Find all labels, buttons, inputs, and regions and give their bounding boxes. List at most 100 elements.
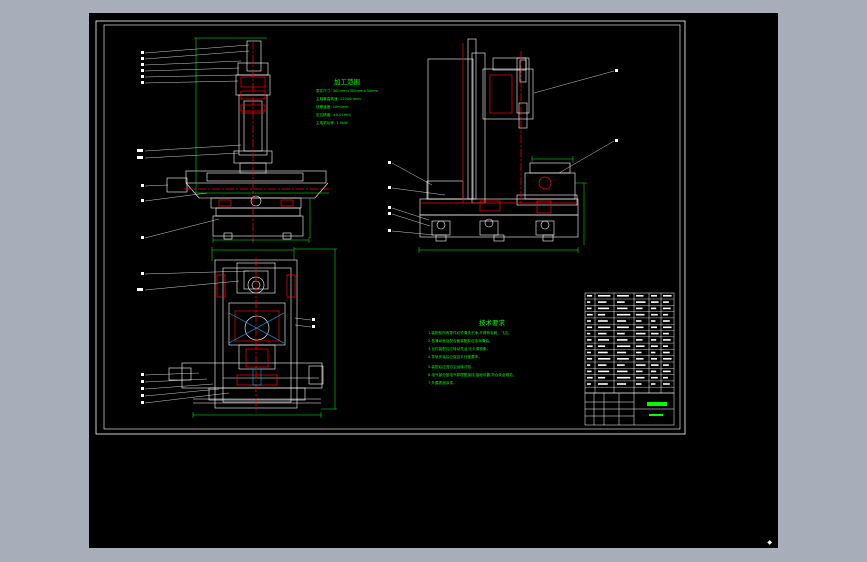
- parts-entry-mark: [617, 351, 627, 354]
- parts-entry-mark: [663, 301, 669, 303]
- parts-entry-mark: [651, 295, 657, 297]
- technical-requirements-line: 3.丝杠装配后应转动灵活,无卡滞现象。: [428, 346, 490, 351]
- parts-entry-mark: [598, 301, 607, 303]
- parts-entry-mark: [651, 332, 659, 335]
- parts-entry-mark: [663, 383, 670, 385]
- parts-entry-mark: [636, 370, 643, 373]
- parts-entry-mark: [651, 307, 657, 310]
- top-view-dimensions: [192, 247, 337, 418]
- parts-entry-mark: [651, 326, 657, 329]
- parts-entry-mark: [598, 339, 610, 341]
- side-view-red-details: [419, 43, 577, 214]
- front-view: [166, 40, 329, 240]
- parts-entry-mark: [663, 358, 672, 360]
- parts-entry-mark: [651, 313, 658, 316]
- parts-list-rows: [585, 298, 674, 388]
- parts-entry-mark: [587, 358, 593, 360]
- parts-entry-mark: [617, 364, 625, 366]
- parts-entry-mark: [636, 295, 644, 297]
- inner-frame: [103, 24, 681, 430]
- parts-entry-mark: [651, 383, 656, 385]
- parts-entry-mark: [636, 332, 646, 335]
- processing-notes: 加工范围 零件尺寸: 300mm×300mm×30mm 主轴最高转速: 1200…: [316, 77, 379, 125]
- technical-requirements-line: 6.电气部分按电气原理图接线,接地可靠,符合安全规范。: [428, 372, 516, 377]
- parts-entry-mark: [587, 320, 591, 322]
- parts-entry-mark: [651, 370, 657, 373]
- parts-entry-mark: [598, 370, 610, 373]
- parts-entry-mark: [663, 376, 668, 379]
- parts-entry-mark: [587, 326, 593, 329]
- side-view-leaders: [391, 70, 615, 236]
- parts-entry-mark: [663, 364, 669, 366]
- processing-notes-title: 加工范围: [334, 77, 360, 86]
- parts-entry-mark: [598, 351, 608, 354]
- parts-entry-mark: [617, 332, 625, 335]
- parts-entry-mark: [663, 332, 669, 335]
- parts-entry-mark: [617, 370, 628, 373]
- technical-requirements-line: 5.装配后应进行空运转试验。: [428, 364, 475, 369]
- outer-frame: [95, 20, 686, 435]
- engineering-drawing: 加工范围 零件尺寸: 300mm×300mm×30mm 主轴最高转速: 1200…: [95, 20, 686, 435]
- parts-entry-mark: [587, 370, 592, 373]
- parts-entry-mark: [617, 345, 631, 347]
- parts-entry-mark: [663, 370, 671, 373]
- parts-entry-mark: [636, 345, 645, 347]
- front-view-dimensions: [194, 37, 329, 243]
- front-view-red-details: [184, 41, 329, 243]
- parts-entry-mark: [598, 383, 608, 385]
- parts-entry-mark: [636, 339, 643, 341]
- technical-requirements-line: 2.各滑动面及配合面装配前应涂润滑油。: [428, 338, 493, 343]
- title-block-name-field: [647, 402, 667, 406]
- parts-entry-mark: [636, 313, 645, 316]
- side-view-dimensions: [418, 156, 587, 253]
- parts-entry-mark: [587, 307, 592, 310]
- parts-entry-mark: [587, 339, 592, 341]
- parts-entry-mark: [598, 326, 611, 329]
- technical-requirements-title: 技术要求: [479, 318, 506, 327]
- parts-entry-mark: [617, 358, 629, 360]
- parts-entry-mark: [636, 326, 644, 329]
- title-block: [584, 392, 675, 426]
- parts-entry-mark: [587, 345, 593, 347]
- balloon-ticks: [137, 51, 618, 404]
- parts-entry-mark: [636, 351, 642, 354]
- parts-entry-mark: [651, 351, 656, 354]
- parts-entry-mark: [636, 376, 645, 379]
- title-block-code-field: [649, 414, 663, 416]
- parts-entry-mark: [663, 313, 668, 316]
- parts-entry-mark: [587, 295, 593, 297]
- parts-entry-mark: [617, 320, 627, 322]
- parts-entry-mark: [636, 364, 646, 366]
- parts-entry-mark: [587, 332, 591, 335]
- technical-requirements-line: 7.外露表面涂漆。: [428, 380, 457, 385]
- parts-entry-mark: [651, 358, 657, 360]
- parts-list-entries: [587, 295, 672, 385]
- parts-entry-mark: [636, 358, 644, 360]
- parts-entry-mark: [651, 345, 658, 347]
- parts-entry-mark: [617, 307, 628, 310]
- top-view-blue-details: [228, 312, 285, 386]
- parts-entry-mark: [617, 295, 629, 297]
- parts-entry-mark: [598, 345, 606, 347]
- parts-entry-mark: [636, 383, 642, 385]
- parts-entry-mark: [636, 307, 643, 310]
- parts-entry-mark: [598, 313, 606, 316]
- parts-entry-mark: [617, 313, 631, 316]
- technical-requirements: 技术要求 1.装配前所有零件必须清洗干净,不得有毛刺、飞边。 2.各滑动面及配合…: [428, 318, 516, 385]
- parts-entry-mark: [587, 383, 591, 385]
- parts-entry-mark: [663, 320, 670, 322]
- side-view: [419, 38, 579, 242]
- parts-entry-mark: [598, 364, 607, 366]
- parts-entry-mark: [663, 339, 671, 341]
- processing-notes-line: 零件尺寸: 300mm×300mm×30mm: [316, 88, 379, 93]
- parts-entry-mark: [663, 351, 670, 354]
- cad-viewport[interactable]: 加工范围 零件尺寸: 300mm×300mm×30mm 主轴最高转速: 1200…: [89, 13, 778, 548]
- front-view-leaders: [144, 44, 250, 239]
- parts-entry-mark: [663, 307, 671, 310]
- processing-notes-line: 快移速度: 10m/min: [316, 104, 349, 109]
- parts-entry-mark: [663, 295, 672, 297]
- parts-entry-mark: [587, 313, 593, 316]
- parts-entry-mark: [587, 301, 591, 303]
- parts-entry-mark: [617, 339, 628, 341]
- processing-notes-line: 主电机功率: 1.5kW: [316, 120, 348, 125]
